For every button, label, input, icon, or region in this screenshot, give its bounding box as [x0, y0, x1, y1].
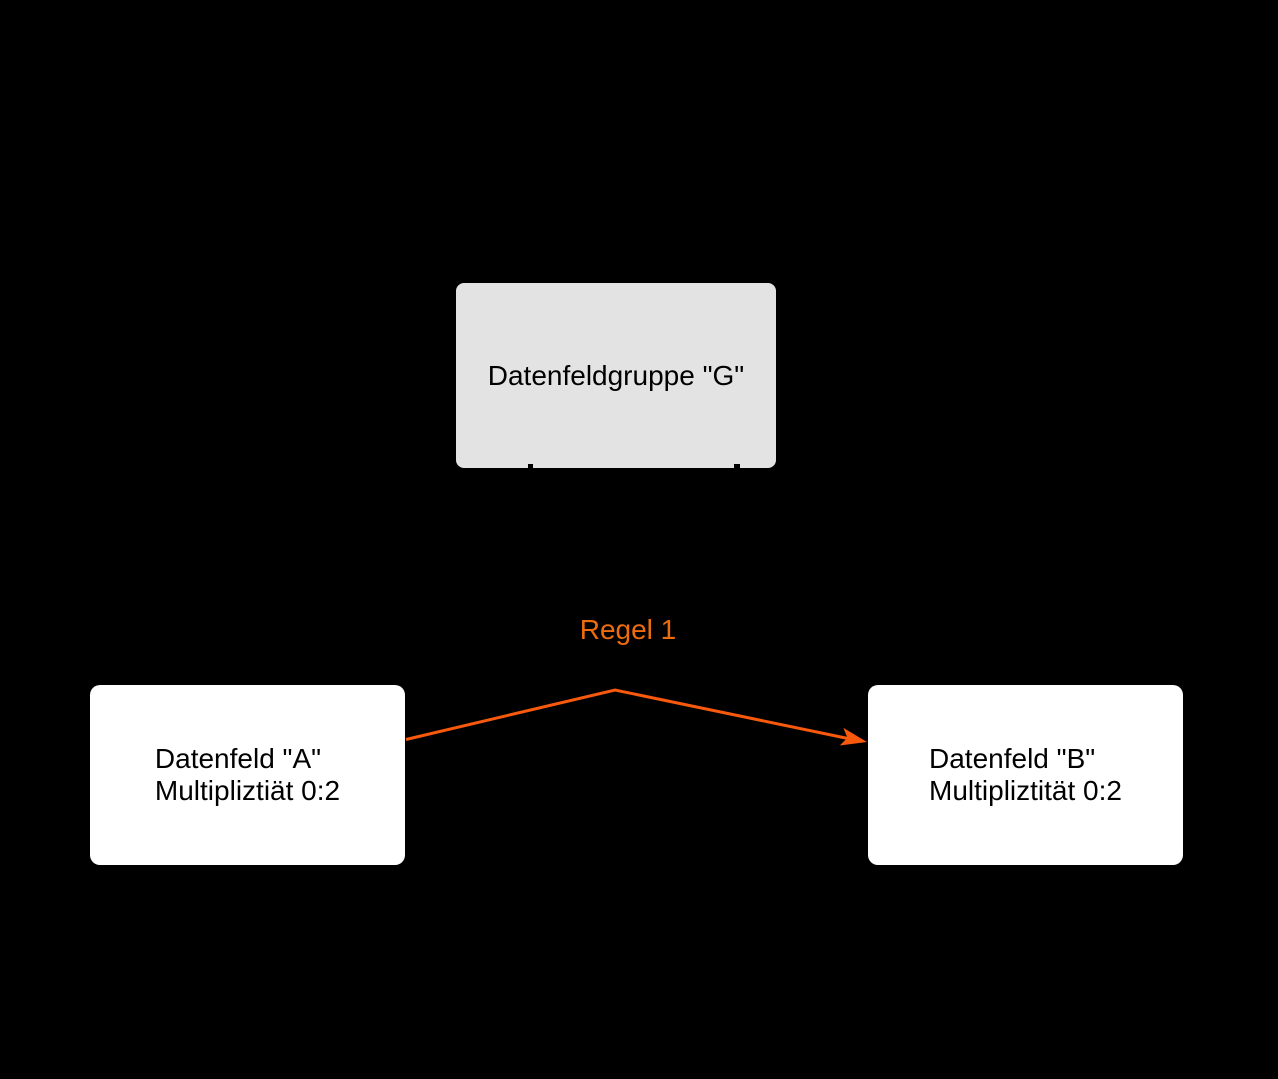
- group-node-label: Datenfeldgruppe "G": [487, 359, 745, 391]
- field-a-node: Datenfeld "A" Multipliztiät 0:2: [90, 685, 405, 865]
- field-a-text: Datenfeld "A" Multipliztiät 0:2: [155, 743, 340, 807]
- field-b-text: Datenfeld "B" Multipliztität 0:2: [929, 743, 1122, 807]
- field-b-title: Datenfeld "B": [929, 743, 1096, 774]
- occluded-text-tip-left: [528, 464, 533, 468]
- field-a-title: Datenfeld "A": [154, 743, 322, 774]
- rule-label: Regel 1: [579, 614, 677, 645]
- group-node-datenfeldgruppe-g: Datenfeldgruppe "G": [456, 283, 776, 468]
- field-b-multiplicity: Multipliztität 0:2: [929, 775, 1122, 806]
- field-b-node: Datenfeld "B" Multipliztität 0:2: [868, 685, 1183, 865]
- rule-arrow-line: [405, 688, 849, 741]
- occluded-text-tip-right: [734, 464, 740, 468]
- field-a-multiplicity: Multipliztiät 0:2: [154, 775, 341, 806]
- arrowhead-icon: [839, 727, 867, 746]
